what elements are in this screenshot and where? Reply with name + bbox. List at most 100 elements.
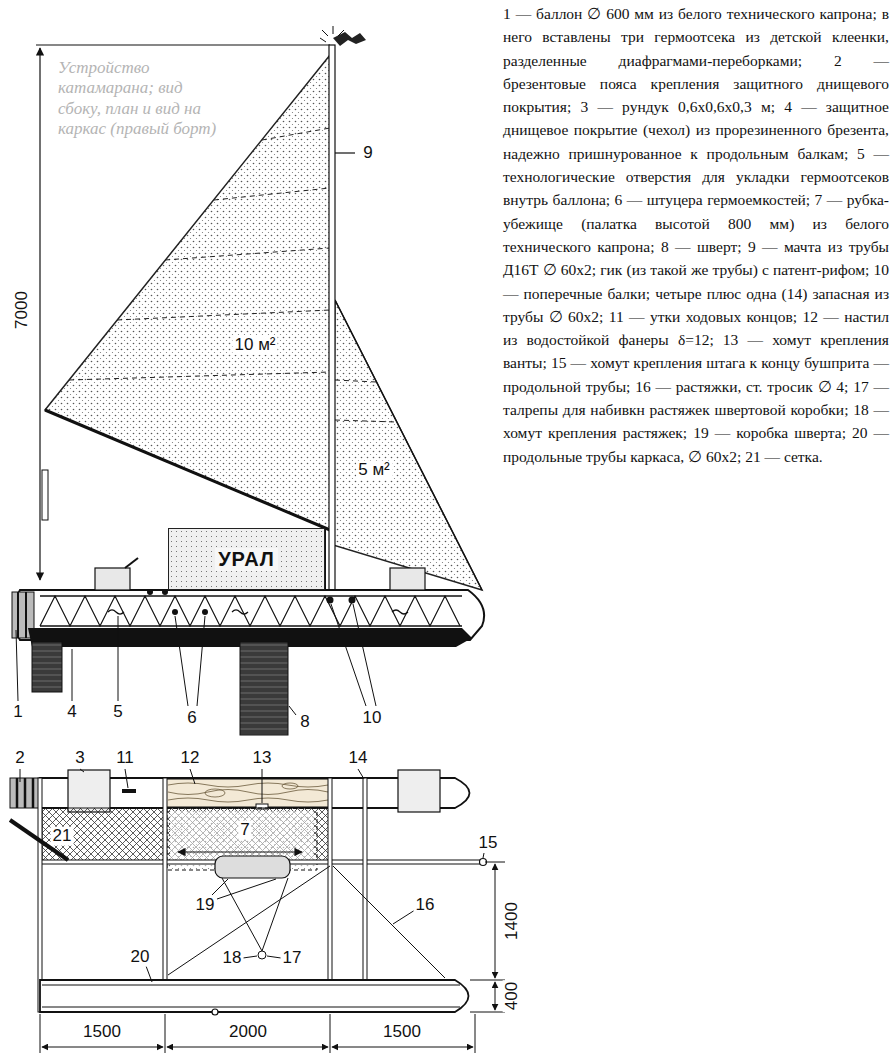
cabin-label: УРАЛ: [215, 548, 278, 571]
jib-sail: [333, 300, 482, 590]
plan-leader-lines: [20, 769, 21, 782]
stays: [262, 878, 288, 951]
main-sail: [69, 372, 330, 380]
main-sail: [45, 410, 330, 530]
callout-number: 6: [185, 709, 198, 728]
cleat-and-clamp: [122, 789, 268, 809]
main-sail: [42, 470, 48, 520]
cross-beams: [363, 778, 367, 1012]
dimension-lines: [495, 982, 496, 1010]
callout-number: 4: [65, 703, 78, 722]
sail-area: 10 м²: [233, 336, 278, 355]
side-hull: [390, 568, 425, 590]
deck-plywood: [205, 789, 225, 797]
side-hull: [95, 568, 130, 590]
rudder-and-centerboard: [32, 642, 62, 692]
jib-sail: [333, 300, 482, 590]
stays: [222, 878, 262, 951]
dimension-7000: [36, 45, 330, 580]
main-sail: [214, 188, 330, 200]
callout-number: 16: [414, 896, 437, 915]
rudder-and-centerboard: [32, 642, 288, 735]
plan-leader-lines: [212, 879, 228, 895]
callout-number: 19: [194, 896, 217, 915]
plan-leader-lines: [217, 879, 276, 899]
plan-leader-lines: [20, 769, 484, 982]
side-hull: [108, 610, 124, 614]
plan-hull: [24, 778, 27, 808]
lockers: [68, 770, 110, 812]
side-hull: [147, 589, 153, 595]
tent: [178, 851, 302, 852]
plan-leader-lines: [393, 910, 415, 924]
frame-hull: [40, 980, 469, 1012]
mast: [333, 32, 366, 46]
dimension-lines: [470, 1012, 505, 1013]
side-hull: [392, 610, 408, 614]
mast: [329, 45, 335, 590]
frame-hull: [42, 985, 460, 986]
callout-number: 11: [114, 749, 136, 768]
lockers: [68, 770, 440, 812]
jib-sail: [335, 300, 482, 590]
frame-hull: [212, 1009, 218, 1015]
side-leader-lines: [16, 630, 18, 701]
cleat-and-clamp: [122, 789, 136, 793]
dimension-lines: [167, 1047, 328, 1048]
mast: [320, 26, 344, 42]
main-sail: [262, 128, 330, 140]
mast: [320, 26, 366, 590]
side-hull: [349, 597, 356, 604]
callout-number: 13: [251, 749, 274, 768]
cabin-box: УРАЛ: [168, 528, 325, 590]
side-leader-lines: [175, 616, 188, 706]
callout-number: 2: [13, 749, 26, 768]
plan-leader-lines: [190, 769, 195, 784]
sail-area: 5 м²: [356, 461, 392, 480]
callout-number: 12: [179, 749, 202, 768]
dimension-lines: [40, 1014, 41, 1053]
callout-number: 3: [73, 749, 86, 768]
dimension-7000: [36, 44, 330, 45]
lockers: [398, 770, 440, 812]
rudder-and-centerboard: [240, 642, 288, 735]
deck-plywood: [168, 783, 328, 787]
dimension-lines: [470, 980, 505, 981]
side-hull: [40, 595, 462, 597]
frame-hull: [40, 980, 469, 1015]
cross-beams: [38, 778, 367, 1012]
dimension: 1400: [503, 900, 522, 942]
plan-leader-lines: [267, 956, 281, 958]
stays: [258, 951, 266, 959]
callout-number: 18: [221, 949, 244, 968]
side-leader-lines: [331, 604, 366, 706]
deck-plywood: [282, 783, 298, 789]
side-hull: [40, 596, 460, 626]
plan-hull: [32, 778, 35, 808]
dimension-lines: [332, 1047, 473, 1048]
plan-leader-lines: [80, 769, 84, 772]
dimension: 2000: [227, 1023, 269, 1042]
callout-number: 21: [51, 827, 74, 846]
side-hull: [202, 609, 208, 615]
mast: [320, 38, 326, 42]
plan-leader-lines: [483, 853, 484, 858]
main-sail: [45, 55, 330, 530]
dimension-lines: [42, 1047, 163, 1048]
side-hull: [25, 592, 27, 638]
plan-leader-lines: [262, 769, 263, 803]
side-leader-lines: [72, 649, 73, 701]
side-hull: [125, 558, 138, 568]
side-hull: [147, 589, 356, 615]
callout-number: 7: [238, 821, 251, 840]
dimension-lines: [485, 862, 505, 863]
cross-beams: [38, 778, 42, 1012]
plan-hull: [16, 778, 19, 808]
mast: [333, 26, 334, 34]
plan-leader-lines: [243, 956, 257, 958]
plan-leader-lines: [125, 769, 128, 788]
jib-sail: [335, 420, 396, 422]
side-leader-lines: [118, 616, 119, 701]
dimension: 7000: [13, 289, 32, 331]
stays: [168, 866, 330, 975]
